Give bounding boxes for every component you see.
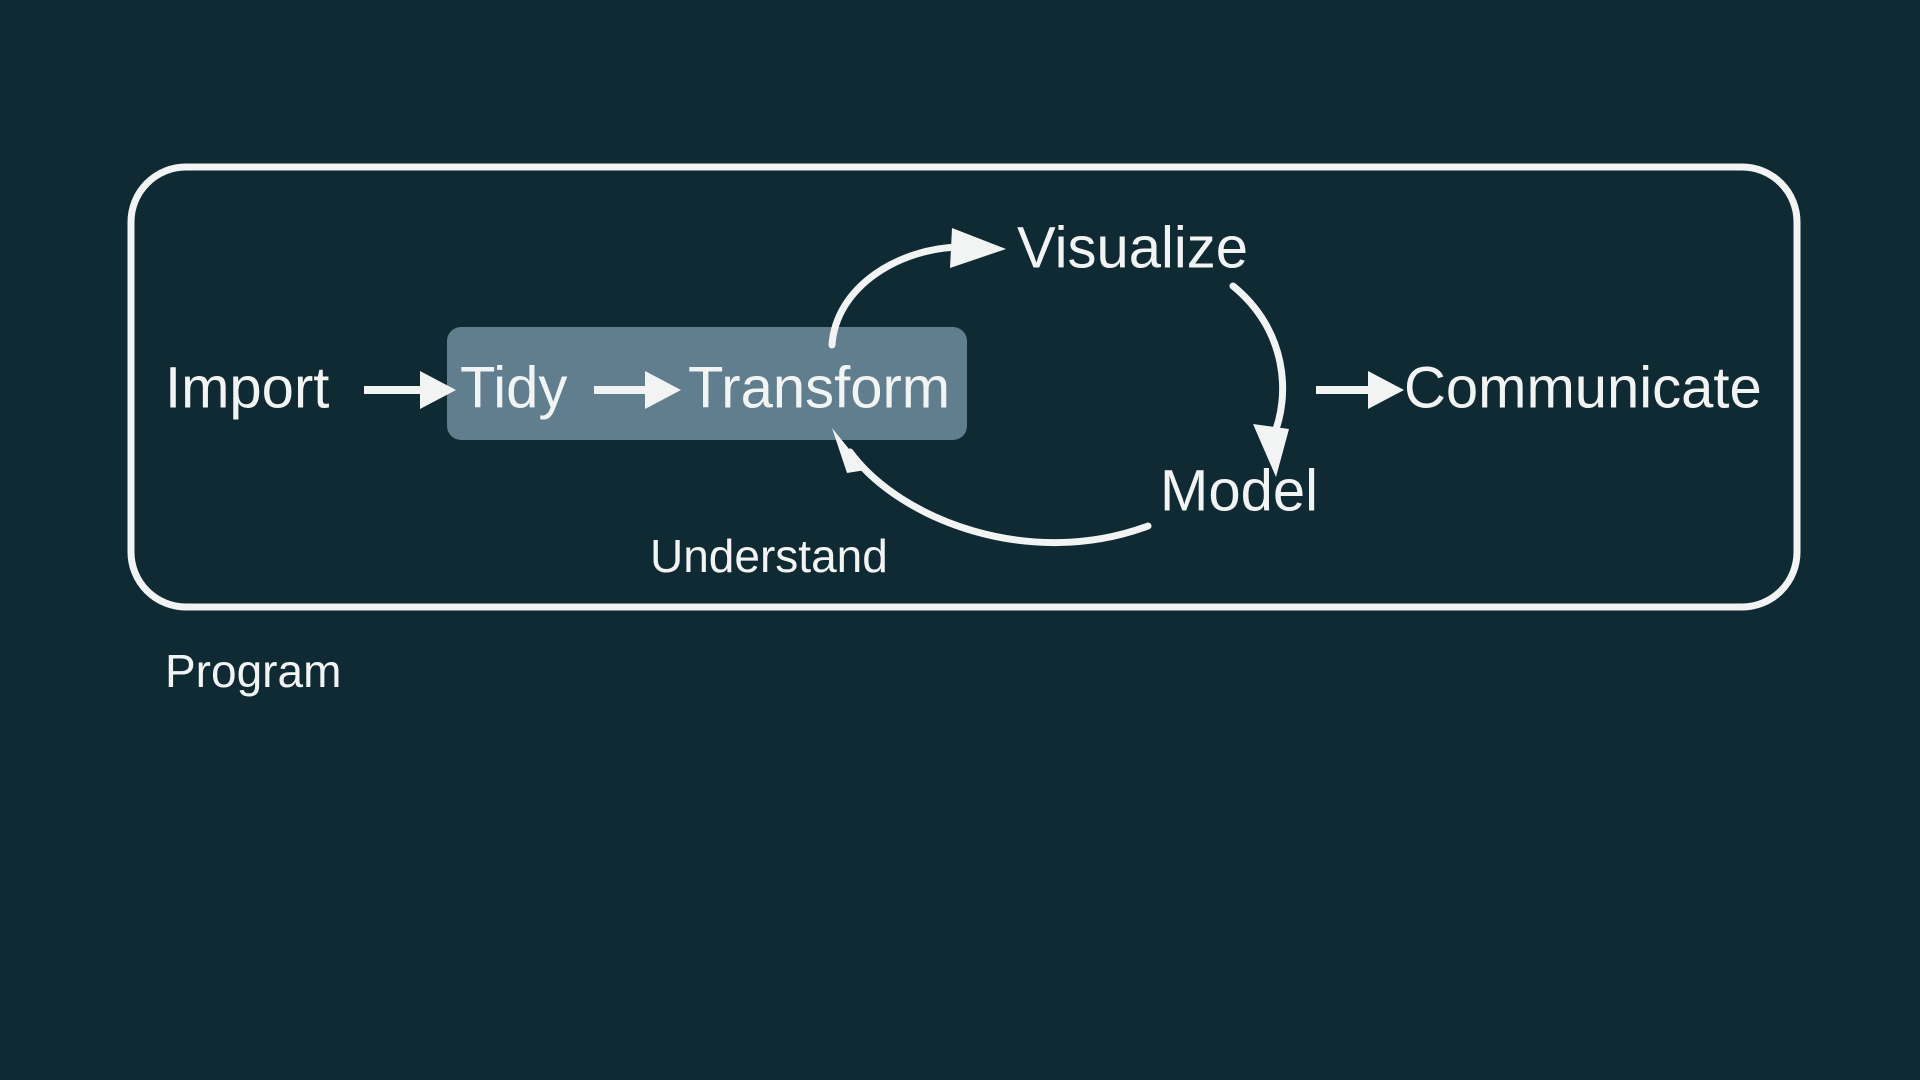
arrow-model-to-transform	[832, 428, 1152, 547]
program-container-border	[127, 163, 1801, 611]
arrow-tidy-to-transform	[594, 371, 681, 409]
outer-label-program: Program	[165, 645, 341, 697]
node-label-import: Import	[165, 355, 329, 420]
node-label-model: Model	[1160, 458, 1318, 523]
arrow-transform-to-visualize	[828, 228, 1006, 349]
arrow-to-communicate	[1316, 371, 1404, 409]
wrangle-highlight-box	[447, 327, 967, 440]
node-label-communicate: Communicate	[1404, 355, 1762, 420]
arrow-visualize-to-model	[1229, 282, 1289, 477]
node-label-visualize: Visualize	[1017, 215, 1248, 280]
arrow-import-to-tidy	[364, 371, 456, 409]
edge-label-understand: Understand	[650, 530, 888, 582]
node-label-transform: Transform	[688, 355, 950, 420]
node-label-tidy: Tidy	[460, 355, 567, 420]
